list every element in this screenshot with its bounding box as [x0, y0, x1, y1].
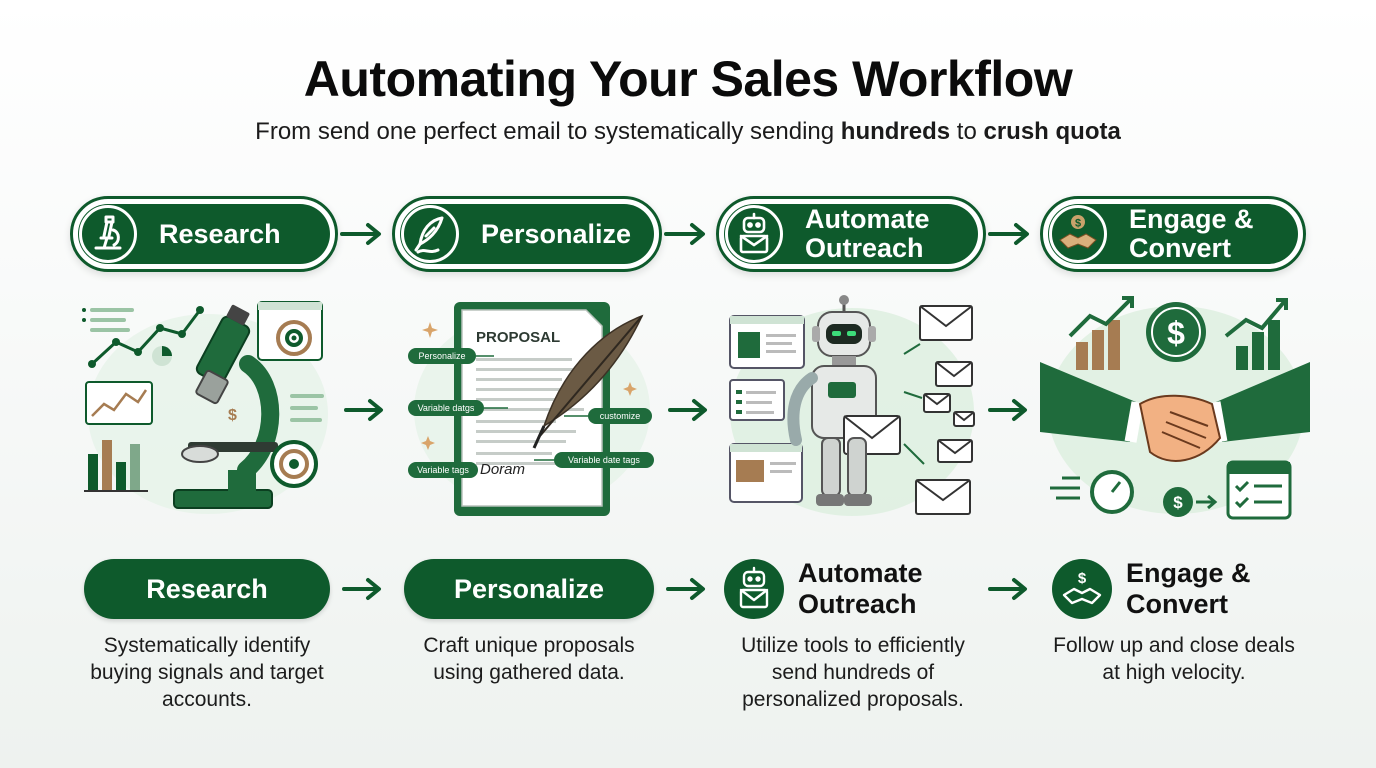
robot-outreach-illustration [729, 295, 975, 516]
step-title-research: Research [84, 559, 330, 619]
svg-text:Variable datgs: Variable datgs [418, 403, 475, 413]
svg-text:$: $ [1167, 315, 1185, 351]
flow-arrow-icon [342, 578, 381, 600]
step-title-personalize: Personalize [404, 559, 654, 619]
microscope-icon [79, 205, 137, 263]
step-pill-research: Research [70, 196, 338, 272]
robot-mail-icon [725, 205, 783, 263]
step-pill-personalize: Personalize [392, 196, 662, 272]
svg-text:$: $ [228, 407, 237, 424]
step-description-automate-outreach: Utilize tools to efficiently send hundre… [741, 634, 965, 711]
step-pill-engage-convert: $ Engage &Convert [1040, 196, 1306, 272]
page-title: Automating Your Sales Workflow [303, 51, 1073, 107]
flow-arrow-icon [340, 223, 381, 245]
robot-mail-icon [724, 559, 784, 619]
step-description-research: Systematically identify buying signals a… [90, 634, 324, 711]
step-title-engage-convert: $ Engage &Convert [1052, 558, 1251, 620]
flow-arrow-icon [664, 223, 705, 245]
quill-pen-icon [401, 205, 459, 263]
svg-text:Variable date tags: Variable date tags [568, 455, 640, 465]
handshake-dollar-icon: $ [1052, 559, 1112, 619]
handshake-dollar-icon: $ [1049, 205, 1107, 263]
svg-text:Personalize: Personalize [418, 351, 465, 361]
step-description-personalize: Craft unique proposals using gathered da… [423, 634, 635, 684]
flow-arrow-icon [668, 399, 707, 421]
step-title-text: Engage &Convert [1126, 558, 1251, 619]
svg-text:customize: customize [600, 411, 641, 421]
flow-arrow-icon [988, 399, 1027, 421]
flow-arrow-icon [988, 578, 1027, 600]
step-label: Personalize [481, 218, 632, 249]
step-description-engage-convert: Follow up and close deals at high veloci… [1053, 634, 1295, 684]
flow-arrow-icon [666, 578, 705, 600]
handshake-illustration: $ $ [1040, 296, 1310, 520]
svg-text:$: $ [1075, 218, 1081, 230]
research-illustration: $ [82, 301, 328, 514]
flow-arrow-icon [344, 399, 383, 421]
svg-text:PROPOSAL: PROPOSAL [476, 329, 560, 346]
svg-text:$: $ [1078, 570, 1087, 587]
svg-text:Variable tags: Variable tags [417, 465, 469, 475]
step-label: Research [159, 218, 281, 249]
svg-text:$: $ [1173, 493, 1183, 512]
flow-arrow-icon [988, 223, 1029, 245]
proposal-illustration: PROPOSAL Doram Personalize Variable datg… [408, 302, 654, 516]
page-subtitle: From send one perfect email to systemati… [255, 118, 1121, 145]
svg-text:Doram: Doram [480, 461, 525, 478]
step-label: Engage &Convert [1129, 204, 1254, 263]
